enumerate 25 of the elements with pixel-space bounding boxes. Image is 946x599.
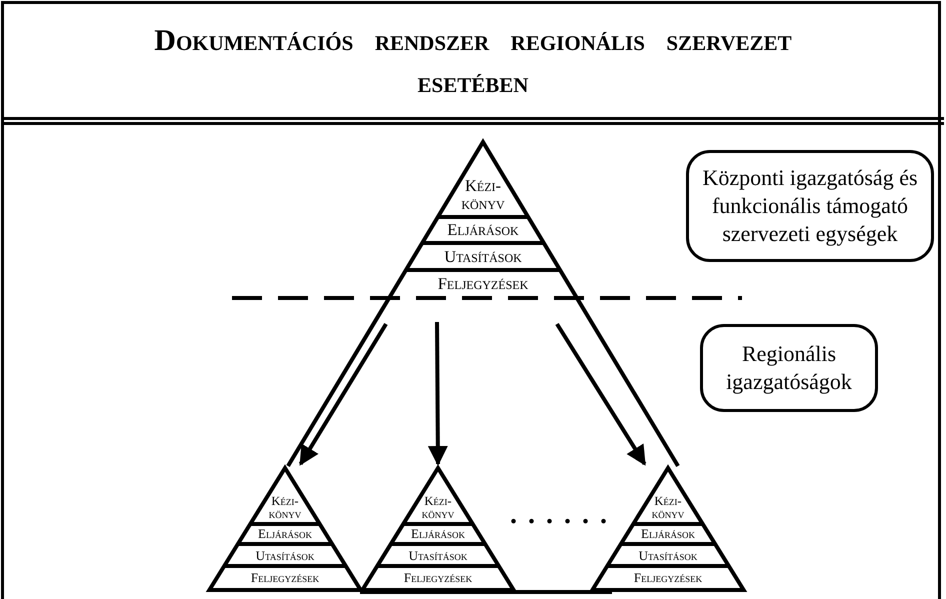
diagram-title: Dokumentációs rendszer regionális szervezet esetében: [153, 23, 793, 101]
pyramid-layer: Kézi-könyv: [257, 492, 313, 524]
pyramid-layer: Feljegyzések: [378, 567, 498, 589]
pyramid-layer: Eljárások: [437, 218, 529, 242]
pyramid-triangle: [286, 140, 682, 468]
ellipsis-label: ......: [510, 500, 618, 530]
pyramid-layer: Eljárások: [634, 525, 702, 543]
pyramid-layer: Kézi-könyv: [451, 174, 515, 216]
pyramid-layer: Eljárások: [251, 525, 319, 543]
pyramid-triangle: [207, 466, 363, 592]
pyramid-layer: Feljegyzések: [225, 567, 345, 589]
pyramid-layer: Utasítások: [420, 244, 546, 269]
arrow: [555, 322, 646, 466]
pyramid-layer: Feljegyzések: [404, 271, 562, 297]
arrow: [298, 322, 388, 466]
pyramid-layer: Feljegyzések: [608, 567, 728, 589]
pyramid-layer: Kézi-könyv: [640, 492, 696, 524]
pyramid-layer: Kézi-könyv: [410, 492, 466, 524]
callout-box: Regionális igazgatóságok: [700, 324, 878, 412]
pyramid-layer: Eljárások: [404, 525, 472, 543]
pyramid-layer: Utasítások: [621, 546, 715, 565]
callout-box: Központi igazgatóság és funkcionális támogató szervezeti egységek: [686, 150, 934, 262]
pyramid-layer: Utasítások: [391, 546, 485, 565]
arrow: [428, 322, 448, 466]
pyramid-layer: Utasítások: [238, 546, 332, 565]
